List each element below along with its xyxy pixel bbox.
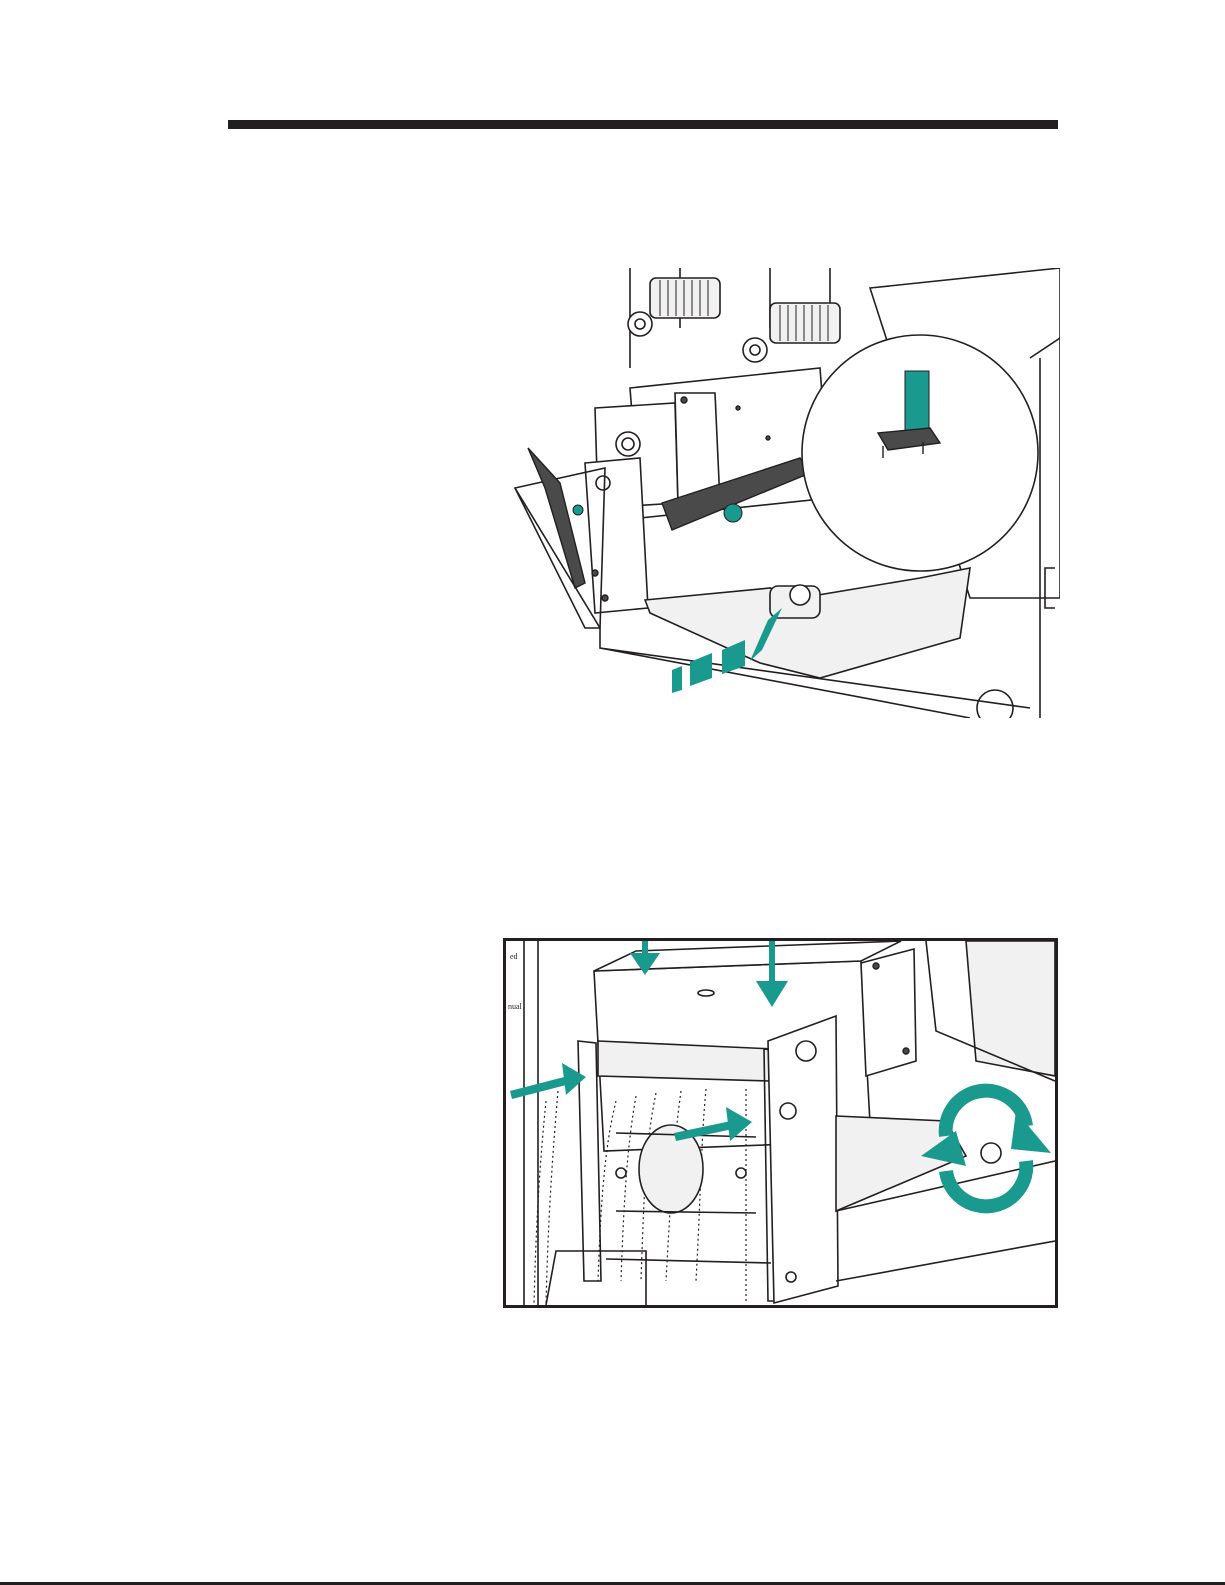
teal-pin [573, 505, 583, 515]
illustration-1-svg [500, 268, 1060, 718]
illustration-2-svg: ed nual [506, 941, 1055, 1305]
supply-roll-disk [802, 335, 1038, 571]
ribbon-takeup-spindle [743, 303, 840, 362]
header-rule [228, 120, 1058, 129]
side-label-1: ed [510, 952, 518, 961]
supply-roll-back [966, 941, 1055, 1076]
insert-arrow-left [510, 1063, 586, 1099]
dark-lever [528, 448, 585, 588]
cutter-side-plate [768, 1016, 838, 1303]
media-guide-plate [585, 458, 648, 613]
upper-bracket [861, 949, 916, 1076]
side-label-2: nual [508, 1002, 523, 1011]
cutter-module-installation-illustration: ed nual [503, 938, 1058, 1308]
latch-knob [724, 504, 742, 522]
rotate-circular-arrow [921, 1091, 1051, 1207]
ribbon-supply-spindle [628, 278, 720, 336]
left-panel-edge [524, 941, 538, 1305]
foot-knob [977, 690, 1013, 718]
cutter-roller [598, 1041, 774, 1081]
printhead-and-ribbon-spindles-illustration [500, 268, 1060, 718]
